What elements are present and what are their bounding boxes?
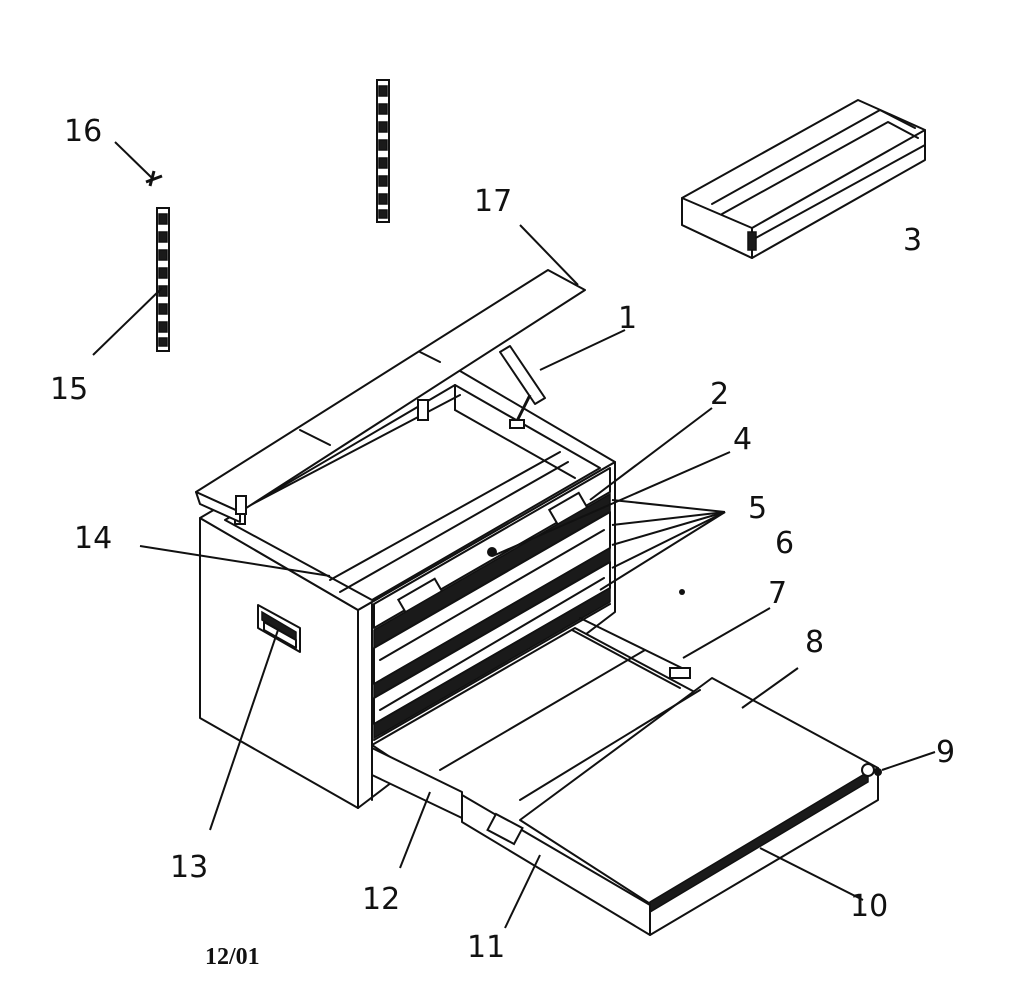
pin-part: [145, 170, 163, 187]
open-drawer: [371, 589, 882, 936]
date-code: 12/01: [205, 944, 260, 970]
callout-14: 14: [74, 521, 112, 556]
chest-body: [199, 367, 616, 809]
callout-5: 5: [748, 491, 767, 526]
callout-labels: 1 2 3 4 5 6 7 8 9 10 11 12 13 14 15 16 1…: [50, 114, 955, 965]
callout-13: 13: [170, 850, 208, 885]
leader-lines: [92, 141, 936, 929]
callout-15: 15: [50, 372, 88, 407]
callout-6: 6: [775, 526, 794, 561]
callout-4: 4: [733, 422, 752, 457]
callout-8: 8: [805, 625, 824, 660]
callout-17: 17: [474, 184, 512, 219]
callout-9: 9: [936, 735, 955, 770]
callout-1: 1: [618, 301, 637, 336]
callout-11: 11: [467, 930, 505, 965]
callout-2: 2: [710, 377, 729, 412]
callout-12: 12: [362, 882, 400, 917]
lid-part: [195, 269, 586, 523]
tray-part: [681, 99, 926, 259]
callout-16: 16: [64, 114, 102, 149]
strip-part-top: [376, 79, 390, 223]
callout-7: 7: [768, 576, 787, 611]
strip-part-left: [156, 207, 170, 352]
callout-10: 10: [850, 889, 888, 924]
lid-support-part: [499, 345, 546, 429]
callout-3: 3: [903, 223, 922, 258]
